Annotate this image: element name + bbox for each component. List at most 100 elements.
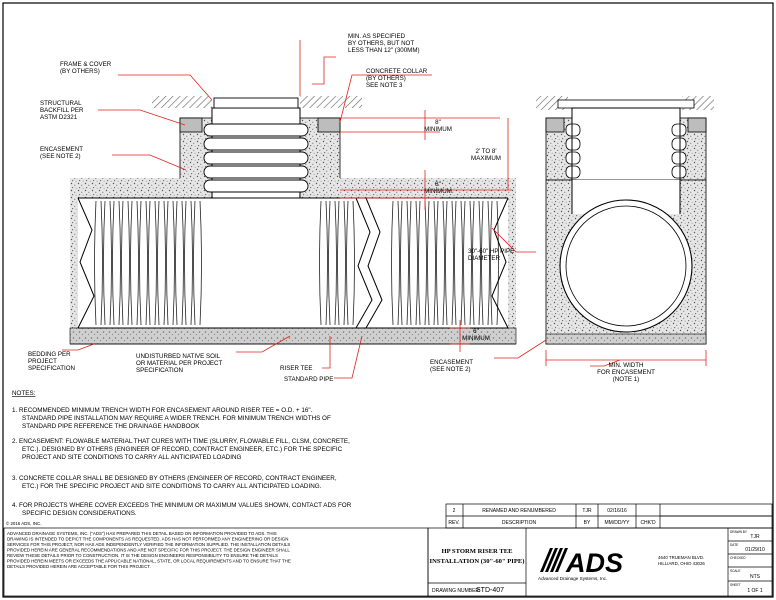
pipe-corrugation (454, 200, 463, 326)
label-2to8-2: MAXIMUM (471, 155, 501, 162)
label-pipe-diameter-1: 30"-60" HP PIPE (468, 248, 514, 255)
sheet-label: SHEET (730, 583, 741, 587)
pipe-corrugation (112, 200, 121, 326)
checked-label: CHECKED (730, 556, 746, 560)
svg-text:8"MINIMUM: 8"MINIMUM (424, 119, 452, 133)
label-6in-2: MINIMUM (462, 335, 490, 342)
rev-header-description: DESCRIPTION (502, 520, 537, 526)
svg-text:ENCASEMENT(SEE NOTE 2): ENCASEMENT(SEE NOTE 2) (40, 146, 83, 160)
title-block-text: © 2016 ADS, INC. ADVANCED DRAINAGE SYSTE… (6, 508, 765, 594)
note-1-line-2: STANDARD PIPE INSTALLATION MAY REQUIRE A… (22, 415, 331, 422)
disclaimer-line-4: PROVIDED HEREIN ARE GENERAL RECOMMENDATI… (7, 548, 290, 553)
drawing-title-1: HP STORM RISER TEE (441, 548, 513, 555)
pipe-corrugation (166, 200, 175, 326)
rev-date: 02/16/16 (607, 508, 627, 514)
pipe-corrugation (175, 200, 184, 326)
label-encasement-right-2: (SEE NOTE 2) (430, 366, 471, 373)
scale-value: NTS (750, 574, 761, 580)
svg-text:FRAME & COVER(BY OTHERS): FRAME & COVER(BY OTHERS) (60, 61, 112, 75)
label-8in-mid-2: MINIMUM (424, 188, 452, 195)
svg-text:3. CONCRETE COLLAR SHALL BE D: 3. CONCRETE COLLAR SHALL BE DESIGNED BY … (12, 475, 337, 490)
concrete-collar-right (317, 117, 341, 133)
pipe-corrugation (481, 200, 490, 326)
svg-text:2. ENCASEMENT: FLOWABLE MATER: 2. ENCASEMENT: FLOWABLE MATERIAL THAT CU… (12, 438, 350, 461)
pipe-corrugation (472, 200, 481, 326)
surface-soil-right (300, 96, 362, 108)
label-riser-tee: RISER TEE (280, 365, 313, 372)
rev-header-by: BY (584, 520, 591, 526)
profile-view (62, 40, 536, 379)
sheet-value: 1 OF 1 (747, 588, 763, 594)
label-collar-1: CONCRETE COLLAR (366, 68, 428, 75)
drawing-number: STD-407 (476, 587, 504, 594)
section-pipe-inner (565, 205, 687, 327)
notes-heading: NOTES: (12, 390, 36, 397)
pipe-corrugation (121, 200, 130, 326)
label-encasement-left-2: (SEE NOTE 2) (40, 153, 81, 160)
note-2-line-1: 2. ENCASEMENT: FLOWABLE MATERIAL THAT CU… (12, 438, 350, 445)
svg-text:CONCRETE COLLAR(BY OTHERS)SEE: CONCRETE COLLAR(BY OTHERS)SEE NOTE 3 (366, 68, 428, 89)
pipe-corrugation (346, 200, 355, 326)
note-3-line-1: 3. CONCRETE COLLAR SHALL BE DESIGNED BY … (12, 475, 337, 482)
label-standard-pipe: STANDARD PIPE (284, 376, 333, 383)
pipe-corrugation (328, 200, 337, 326)
concrete-collar-left (179, 117, 203, 133)
pipe-corrugation (445, 200, 454, 326)
label-pipe-diameter-2: DIAMETER (468, 255, 501, 262)
pipe-corrugation (400, 200, 409, 326)
label-backfill-3: ASTM D2321 (40, 114, 78, 121)
label-collar-3: SEE NOTE 3 (366, 82, 403, 89)
pipe-corrugation (103, 200, 112, 326)
svg-text:ENCASEMENT(SEE NOTE 2): ENCASEMENT(SEE NOTE 2) (430, 359, 473, 373)
pipe-corrugation (337, 200, 346, 326)
label-2to8-1: 2' TO 8' (475, 148, 496, 155)
pipe-corrugation (436, 200, 445, 326)
label-bedding-3: SPECIFICATION (28, 365, 75, 372)
note-2-line-2: ETC.). DESIGNED BY OTHERS (ENGINEER OF R… (22, 446, 343, 453)
pipe-corrugation (427, 200, 436, 326)
label-backfill-1: STRUCTURAL (40, 100, 82, 107)
section-frame-cover (557, 99, 695, 109)
label-collar-2: (BY OTHERS) (366, 75, 406, 82)
label-native-soil-1: UNDISTURBED NATIVE SOIL (136, 353, 221, 360)
pipe-corrugation (391, 200, 400, 326)
label-6in-1: 6" (473, 328, 479, 335)
pipe-corrugation (157, 200, 166, 326)
disclaimer-line-6: PROVIDED HEREIN MEETS OR EXCEEDS THE APP… (7, 559, 291, 564)
pipe-corrugation (130, 200, 139, 326)
pipe-corrugation (463, 200, 472, 326)
label-native-soil-2: OR MATERIAL PER PROJECT (136, 360, 223, 367)
rev-description: RENAMED AND RENUMBERED (482, 508, 556, 514)
svg-text:6"MINIMUM: 6"MINIMUM (462, 328, 490, 342)
date-label: DATE (730, 543, 738, 547)
pipe-corrugation (490, 200, 499, 326)
drawn-by-label: DRAWN BY (730, 530, 748, 534)
drawing-title-2: INSTALLATION (30"-60" PIPE) (430, 558, 525, 565)
rev-by: TJR (582, 508, 592, 514)
pipe-corrugation (139, 200, 148, 326)
profile-leaders (62, 40, 536, 379)
label-min-specified-3: LESS THAN 12" (300MM) (348, 47, 420, 54)
label-min-specified-2: BY OTHERS, BUT NOT (348, 40, 414, 47)
note-2-line-3: PROJECT AND SITE CONDITIONS TO CARRY ALL… (22, 454, 241, 461)
label-min-width-1: MIN. WIDTH (608, 362, 643, 369)
label-8in-mid-1: 8" (435, 181, 441, 188)
label-bedding-2: PROJECT (28, 358, 57, 365)
pipe-corrugation (193, 200, 202, 326)
main-pipe (77, 197, 509, 329)
section-view (494, 96, 714, 367)
label-min-width-2: FOR ENCASEMENT (597, 369, 655, 376)
title-block (3, 503, 773, 597)
label-frame-cover-1: FRAME & COVER (60, 61, 112, 68)
label-encasement-left-1: ENCASEMENT (40, 146, 83, 153)
copyright: © 2016 ADS, INC. (6, 521, 41, 526)
disclaimer-line-5: REVIEW THESE DETAILS PRIOR TO CONSTRUCTI… (7, 553, 278, 558)
note-1-line-3: STANDARD PIPE REFERENCE THE DRAINAGE HAN… (22, 423, 200, 430)
